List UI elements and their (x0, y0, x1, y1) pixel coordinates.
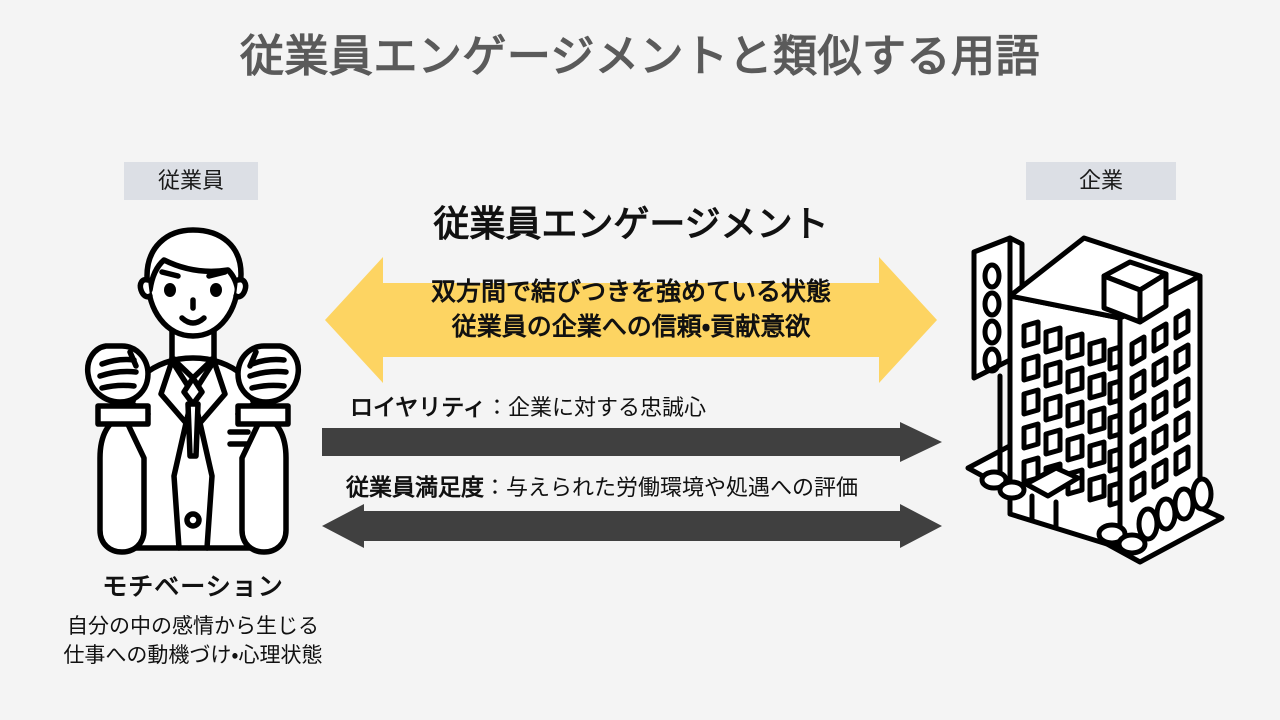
engagement-title: 従業員エンゲージメント (433, 203, 829, 244)
engagement-arrow-block: 従業員エンゲージメント 双方間で結びつきを強めている状態 従業員の企業への信頼・… (325, 195, 937, 385)
isometric-office-building-icon (965, 235, 1225, 565)
loyalty-relation-row: ロイヤリティ：企業に対する忠誠心 (322, 388, 942, 462)
motivation-title: モチベーション (102, 573, 284, 601)
motivation-description-line-1: 自分の中の感情から生じる (67, 615, 319, 639)
satisfaction-term: 従業員満足度 (346, 474, 484, 500)
motivation-caption: モチベーション 自分の中の感情から生じる 仕事への動機づけ・心理状態 (0, 572, 386, 670)
company-building-illustration (952, 218, 1238, 570)
satisfaction-label: 従業員満足度：与えられた労働環境や処遇への評価 (322, 468, 966, 502)
motivation-description: 自分の中の感情から生じる 仕事への動機づけ・心理状態 (0, 613, 386, 670)
satisfaction-relation-row: 従業員満足度：与えられた労働環境や処遇への評価 (322, 468, 942, 548)
engagement-line-2: 従業員の企業への信頼・貢献意欲 (451, 312, 811, 341)
page-title: 従業員エンゲージメントと類似する用語 (239, 32, 1041, 81)
loyalty-term: ロイヤリティ (350, 394, 486, 420)
loyalty-right-arrow-icon (322, 422, 942, 462)
satisfaction-double-arrow-icon (322, 504, 942, 548)
satisfaction-description: 与えられた労働環境や処遇への評価 (506, 475, 859, 500)
engagement-double-arrow-icon (325, 257, 937, 383)
engagement-description: 双方間で結びつきを強めている状態 従業員の企業への信頼・貢献意欲 (325, 275, 937, 344)
employee-person-illustration (62, 218, 324, 570)
motivation-description-line-2: 仕事への動機づけ・心理状態 (63, 643, 323, 667)
businessman-raising-fists-icon (84, 227, 302, 555)
loyalty-description: 企業に対する忠誠心 (507, 395, 706, 420)
company-side-label: 企業 (1026, 162, 1176, 200)
loyalty-separator: ： (485, 395, 508, 420)
engagement-line-1: 双方間で結びつきを強めている状態 (430, 278, 831, 306)
satisfaction-separator: ： (484, 475, 507, 500)
employee-side-label: 従業員 (124, 162, 258, 200)
loyalty-label: ロイヤリティ：企業に対する忠誠心 (322, 388, 970, 422)
